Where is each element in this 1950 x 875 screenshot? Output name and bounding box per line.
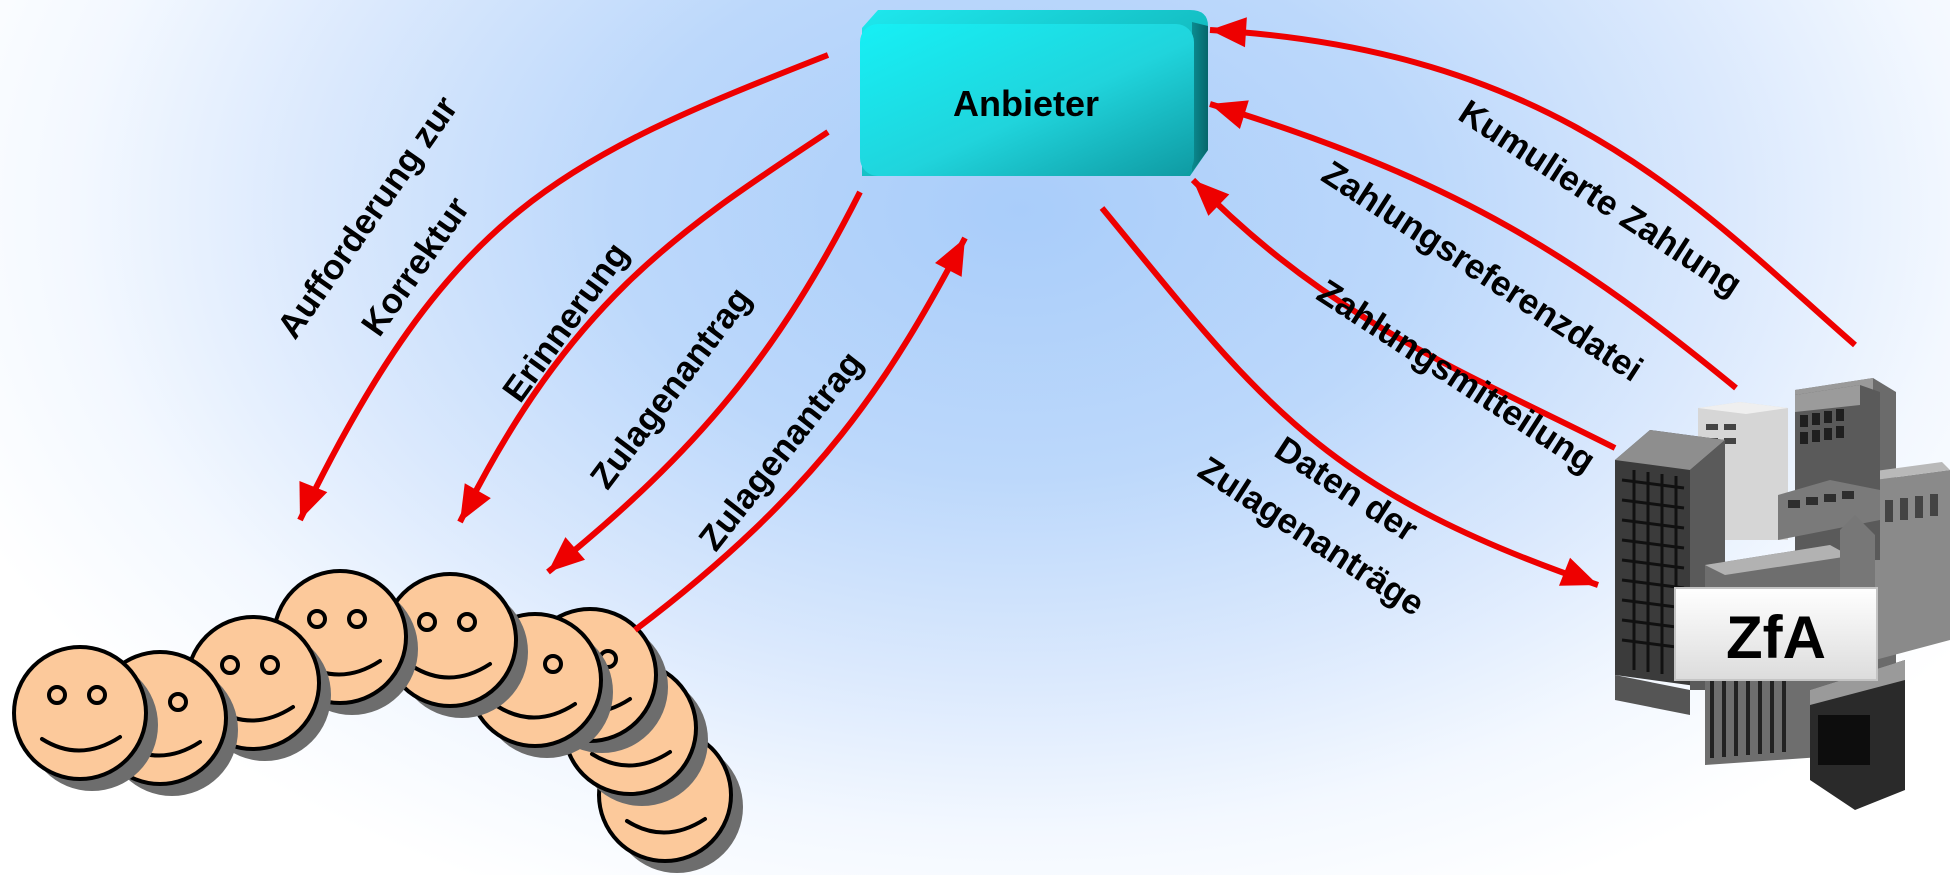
label-reminder: Erinnerung xyxy=(495,235,636,409)
arrowhead xyxy=(1210,17,1247,47)
label-application-to-provider: Zulagenantrag xyxy=(691,344,870,558)
agency-title: ZfA xyxy=(1726,604,1826,671)
customer-crowd xyxy=(14,571,743,873)
provider-title: Anbieter xyxy=(953,83,1099,124)
arrowhead xyxy=(1559,558,1598,586)
arrowhead xyxy=(299,481,327,520)
agency-buildings: ZfA xyxy=(1615,378,1950,810)
arrowhead xyxy=(1210,100,1249,129)
provider-box: Anbieter xyxy=(860,10,1208,176)
